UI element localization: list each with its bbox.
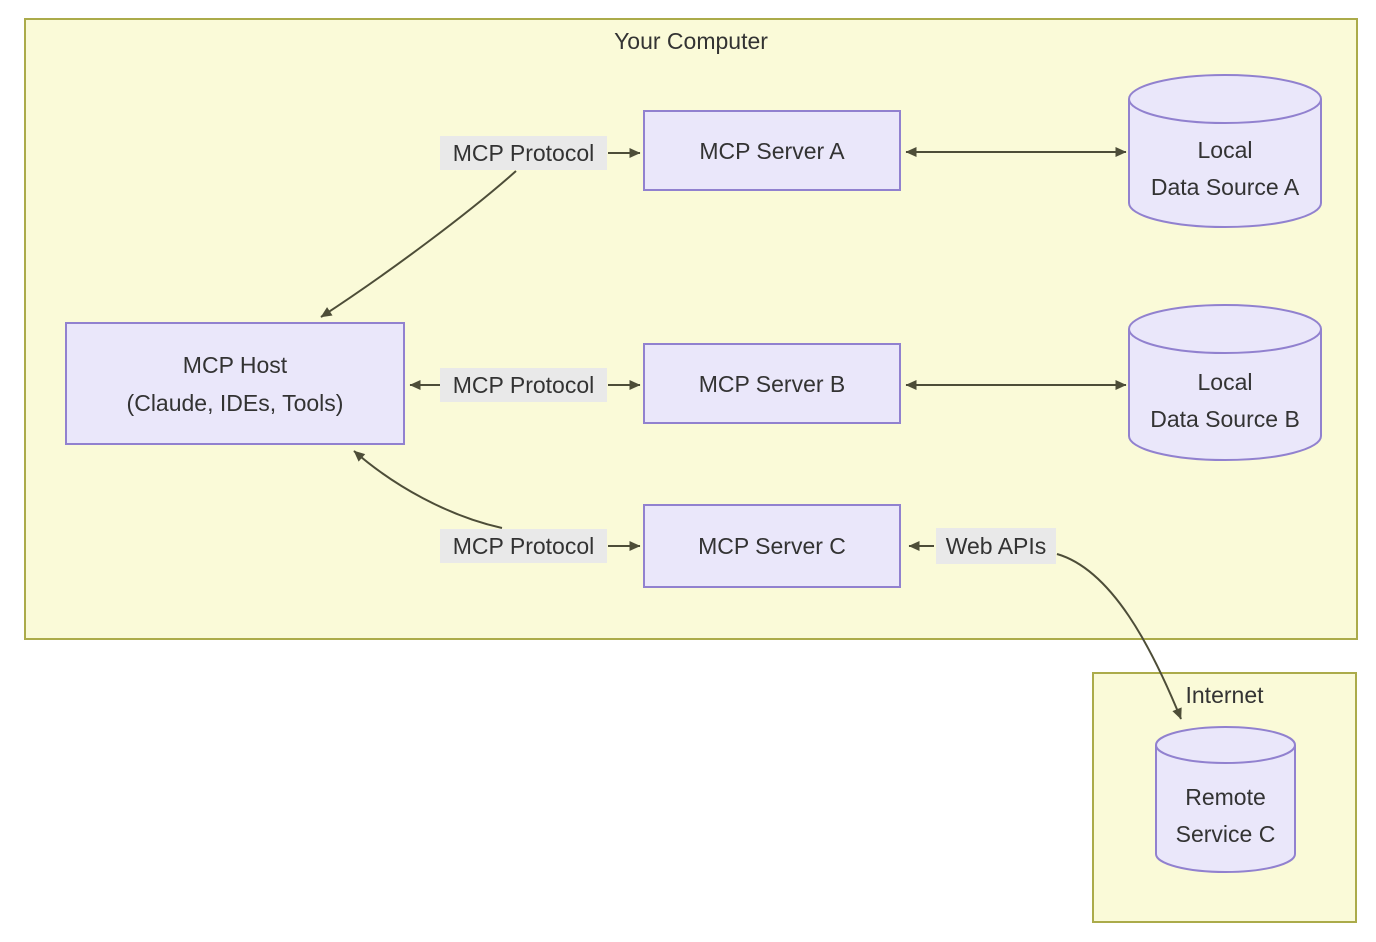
remote-service-c-line1: Remote: [1185, 784, 1266, 810]
edge-label-mcp-protocol-c: MCP Protocol: [440, 529, 607, 563]
remote-service-c-line2: Service C: [1175, 821, 1276, 847]
node-mcp-host-line2: (Claude, IDEs, Tools): [126, 389, 344, 416]
data-source-b-line1: Local: [1197, 369, 1253, 395]
data-source-a-line1: Local: [1197, 137, 1253, 163]
edge-label-mcp-protocol-b: MCP Protocol: [440, 368, 607, 402]
edge-label-web-apis: Web APIs: [936, 528, 1056, 564]
node-mcp-host-line1: MCP Host: [182, 351, 288, 378]
cluster-title-your-computer: Your Computer: [614, 28, 768, 54]
node-mcp-server-b: MCP Server B: [643, 343, 901, 424]
node-local-data-source-a-label: Local Data Source A: [1129, 132, 1321, 206]
node-mcp-server-c: MCP Server C: [643, 504, 901, 588]
node-remote-service-c-label: Remote Service C: [1156, 779, 1295, 853]
data-source-a-line2: Data Source A: [1150, 174, 1300, 200]
node-mcp-host: MCP Host (Claude, IDEs, Tools): [65, 322, 405, 445]
node-mcp-server-c-label: MCP Server C: [698, 533, 846, 559]
node-mcp-server-a: MCP Server A: [643, 110, 901, 191]
node-mcp-server-a-label: MCP Server A: [699, 137, 845, 164]
edge-label-mcp-protocol-a: MCP Protocol: [440, 136, 607, 170]
node-mcp-server-b-label: MCP Server B: [698, 370, 846, 397]
cluster-title-internet: Internet: [1185, 682, 1264, 708]
data-source-b-line2: Data Source B: [1150, 406, 1300, 432]
node-local-data-source-b-label: Local Data Source B: [1129, 364, 1321, 438]
